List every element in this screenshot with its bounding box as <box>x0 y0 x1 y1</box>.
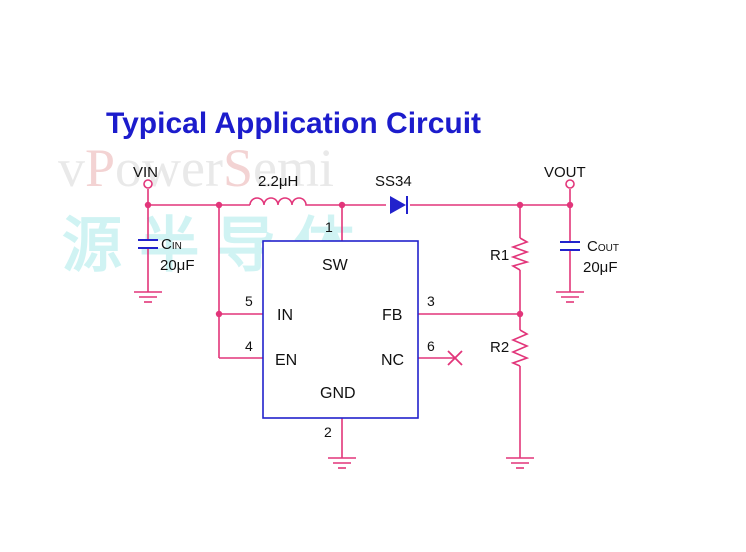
inductor: 2.2μH <box>249 173 312 206</box>
resistor-r1: R1 <box>490 237 530 271</box>
pin-name-gnd: GND <box>320 385 356 402</box>
junction-vout <box>566 201 574 209</box>
junction-in-en <box>215 310 223 318</box>
capacitor-cin: CIN 20μF <box>138 236 195 274</box>
watermark-text: vPowerSemi <box>58 138 334 198</box>
junction-sw <box>338 201 346 209</box>
pin-number-3: 3 <box>427 293 435 309</box>
junction-vin <box>144 201 152 209</box>
junction-fb <box>516 310 524 318</box>
pin-number-4: 4 <box>245 338 253 354</box>
junction-in <box>215 201 223 209</box>
cin-value: 20μF <box>160 257 195 274</box>
pin-name-in: IN <box>277 307 293 324</box>
r2-label: R2 <box>490 339 509 356</box>
vin-label: VIN <box>133 164 158 181</box>
r2-icon <box>510 329 530 367</box>
r1-label: R1 <box>490 247 509 264</box>
pin-number-2: 2 <box>324 424 332 440</box>
vout-label: VOUT <box>544 164 586 181</box>
pin-name-en: EN <box>275 352 297 369</box>
junction-r1 <box>516 201 524 209</box>
ground-cin <box>134 291 162 303</box>
diode: SS34 <box>375 173 412 214</box>
pin-name-nc: NC <box>381 352 404 369</box>
r1-icon <box>510 237 530 271</box>
pin-number-1: 1 <box>325 219 333 235</box>
ground-divider <box>506 457 534 469</box>
junctions <box>144 201 574 318</box>
ic-chip: SW GND FB EN IN NC 1 2 3 4 5 6 <box>245 219 435 440</box>
inductor-label: 2.2μH <box>258 173 298 190</box>
terminal-vout: VOUT <box>544 164 586 189</box>
terminal-vin: VIN <box>133 164 158 189</box>
resistor-r2: R2 <box>490 329 530 367</box>
capacitor-cout: COUT 20μF <box>560 238 619 276</box>
cin-label: CIN <box>161 236 182 253</box>
diode-label: SS34 <box>375 173 412 190</box>
nc-cross-icon <box>447 350 463 366</box>
inductor-icon <box>249 197 312 206</box>
pin-number-6: 6 <box>427 338 435 354</box>
cout-value: 20μF <box>583 259 618 276</box>
terminal-vin-icon <box>143 179 153 189</box>
ground-cout <box>556 291 584 303</box>
diode-icon <box>390 196 406 214</box>
cout-label: COUT <box>587 238 619 255</box>
pin-number-5: 5 <box>245 293 253 309</box>
terminal-vout-icon <box>565 179 575 189</box>
pin-name-fb: FB <box>382 307 402 324</box>
ic-body <box>262 240 419 419</box>
ground-chip <box>328 457 356 469</box>
pin-name-sw: SW <box>322 257 349 274</box>
diagram-title: Typical Application Circuit <box>106 107 481 140</box>
